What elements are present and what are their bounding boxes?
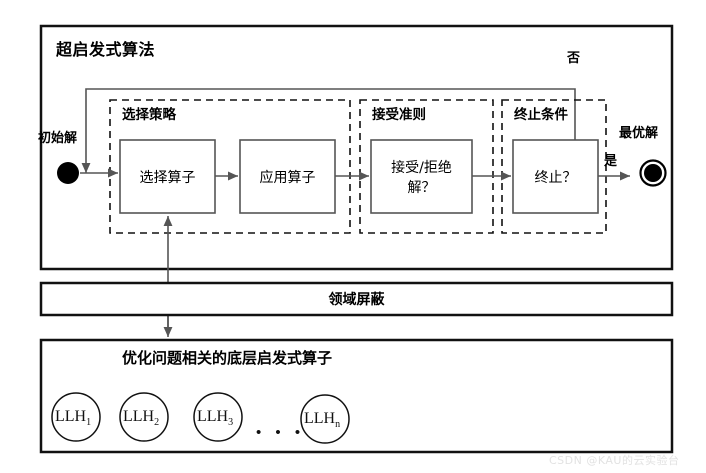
process-box-terminate-decision[interactable] [512, 139, 599, 214]
box-label-accept-reject-line2: 解？ [407, 179, 436, 196]
feedback-loop-no-path [81, 88, 576, 173]
watermark-text: CSDN @KAU的云实验台 [549, 454, 680, 467]
edge-label-no: 否 [567, 51, 581, 66]
box-label-apply-operator: 应用算子 [259, 169, 316, 186]
group-box-selection-strategy [109, 99, 351, 234]
end-node-label: 最优解 [619, 126, 659, 141]
group-title-acceptance-criterion: 接受准则 [372, 107, 426, 123]
llh-sub-2: 2 [154, 417, 160, 429]
llh-base-1: LLH [55, 408, 87, 425]
low-level-heuristics-box [39, 338, 674, 454]
llh-label-3: LLH3 [197, 408, 233, 428]
low-level-heuristics-title: 优化问题相关的底层启发式算子 [122, 349, 333, 367]
outer-frame-hyperheuristic [39, 24, 674, 271]
llh-sub-3: 3 [228, 417, 234, 429]
llh-base-n: LLH [304, 410, 336, 427]
llh-base-3: LLH [197, 408, 229, 425]
box-label-accept-reject-solution: 接受/拒绝 解？ [371, 140, 472, 213]
group-title-selection-strategy: 选择策略 [122, 107, 176, 123]
end-node-inner-circle [644, 164, 662, 182]
llh-sub-1: 1 [86, 417, 92, 429]
box-label-selection-operator: 选择算子 [139, 169, 196, 186]
group-title-termination-condition: 终止条件 [514, 107, 568, 123]
llh-ellipsis: • • • [256, 424, 306, 441]
page-title: 超启发式算法 [56, 40, 156, 59]
llh-circle-n[interactable] [300, 394, 350, 444]
box-label-accept-reject-line1: 接受/拒绝 [391, 159, 452, 176]
llh-label-n: LLHn [304, 410, 340, 430]
group-box-termination-condition [501, 99, 607, 234]
box-label-terminate-decision: 终止？ [534, 169, 577, 186]
process-box-accept-reject-solution[interactable] [370, 139, 473, 214]
llh-circle-2[interactable] [119, 392, 169, 442]
group-box-acceptance-criterion [359, 99, 494, 234]
edge-label-yes: 是 [604, 154, 618, 169]
llh-label-2: LLH2 [123, 408, 159, 428]
llh-circle-1[interactable] [51, 392, 101, 442]
end-node-outer-ring [639, 159, 667, 187]
process-box-selection-operator[interactable] [119, 139, 216, 214]
llh-circle-3[interactable] [193, 392, 243, 442]
llh-base-2: LLH [123, 408, 155, 425]
domain-barrier-box [39, 281, 674, 317]
start-node-label: 初始解 [38, 131, 78, 146]
llh-label-1: LLH1 [55, 408, 91, 428]
domain-barrier-label: 领域屏蔽 [328, 292, 385, 308]
start-node-circle [57, 162, 79, 184]
llh-sub-n: n [335, 419, 341, 431]
